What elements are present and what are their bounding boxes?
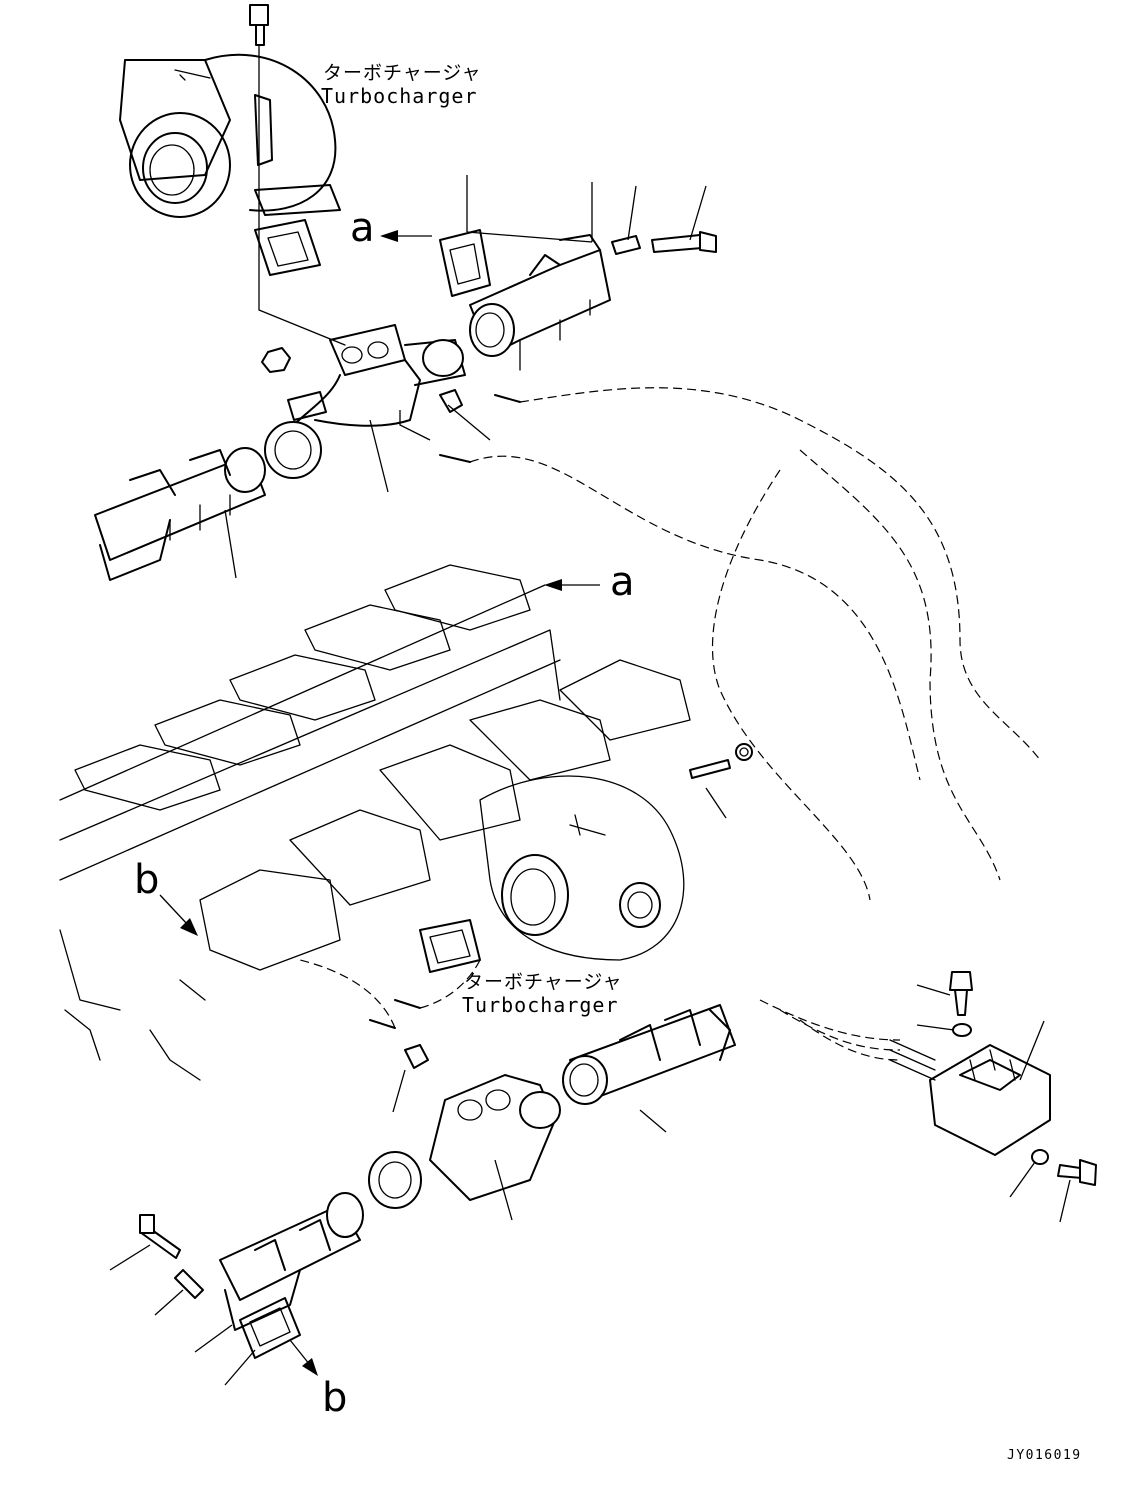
bracket-washer-bottom [1031,1149,1049,1165]
upper-long-bolt [651,231,717,253]
ref-mark-a-upper: a [350,205,375,251]
lower-front-manifold-section [219,1192,364,1331]
arrow-b-lower [289,1339,318,1376]
sensor-bracket [759,999,1051,1156]
upper-turbo-flange-gasket [254,219,321,276]
lower-turbo-flange-gasket [419,919,481,973]
upper-sleeve-pin [611,235,641,255]
lower-turbocharger-drawing [479,775,685,961]
turbocharger-mid-en-label: Turbocharger [462,993,619,1017]
ref-mark-a-lower: a [610,559,635,605]
lower-flange-gasket [239,1297,301,1359]
turbocharger-top-jp-label: ターボチャージャ [323,62,482,84]
upper-leader-lines [224,175,707,579]
lower-bolt [139,1214,181,1259]
lower-temp-sensors [299,959,481,1029]
turbocharger-mid-jp-label: ターボチャージャ [464,971,623,993]
lower-center-manifold-section [368,1074,561,1209]
turbo-mounting-bolt-top [249,4,346,346]
bracket-washer-top [952,1023,972,1037]
lower-turbo-stud [689,743,753,779]
ref-mark-b-upper: b [134,857,160,903]
drawing-code: JY016019 [1007,1448,1082,1463]
upper-center-manifold-section [264,324,466,479]
upper-front-manifold-section [94,447,266,581]
engine-cylinder-heads [59,564,561,1081]
upper-flange-gasket [439,229,491,297]
upper-turbocharger-drawing [119,53,341,218]
turbocharger-top-en-label: Turbocharger [321,84,478,108]
arrow-a-lower [544,579,600,591]
ref-mark-b-lower: b [322,1375,348,1421]
bracket-bolt-bottom [1057,1159,1097,1186]
arrow-b-upper [159,894,198,936]
upper-temp-sensors [439,387,1041,901]
lower-rear-manifold-section [562,1004,736,1105]
lower-leader-lines [109,787,1071,1386]
bracket-bolt-top [949,971,973,1016]
engine-exhaust-ports [199,659,691,971]
arrow-a-upper [380,230,432,242]
lower-sleeve-pin [174,1269,204,1299]
upper-rear-manifold-section [469,234,611,371]
upper-plug [439,389,463,413]
lower-plug [404,1044,429,1069]
upper-nut [261,347,291,373]
